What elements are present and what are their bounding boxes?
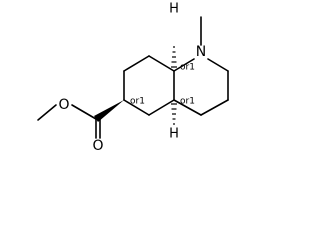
bond-c8-c8a <box>148 55 175 72</box>
atom-label-carbonyl-oxygen: O <box>92 138 103 154</box>
wedge-bond-c6-ester <box>94 100 124 122</box>
atom-label-ester-oxygen: O <box>58 97 69 113</box>
hashed-bond-top-h <box>171 46 177 68</box>
molecule-structure: N O O H H or1 or1 or1 <box>37 2 229 154</box>
hashed-bond-bottom-h <box>171 103 177 125</box>
atom-label-nitrogen: N <box>196 44 206 60</box>
stereo-label-c6: or1 <box>130 97 145 107</box>
bond-c8a-n <box>173 58 195 72</box>
hydrogen-label-top: H <box>169 2 179 17</box>
bond-o-c-ester <box>71 104 97 120</box>
stereo-label-c8a: or1 <box>180 63 195 73</box>
bond-c5-c6 <box>123 99 150 116</box>
bond-c4a-c5 <box>148 99 175 116</box>
bond-c3-c4 <box>200 99 229 116</box>
bond-n-c2 <box>207 58 229 72</box>
structure-canvas: N O O H H or1 or1 or1 <box>37 2 229 154</box>
stereo-label-c4a: or1 <box>180 97 195 107</box>
bond-c4-c4a <box>173 99 202 116</box>
bond-skeleton <box>37 16 229 139</box>
hydrogen-label-bottom: H <box>169 127 179 142</box>
bond-ch3-o <box>37 104 57 121</box>
bond-c7-c8 <box>123 55 150 72</box>
